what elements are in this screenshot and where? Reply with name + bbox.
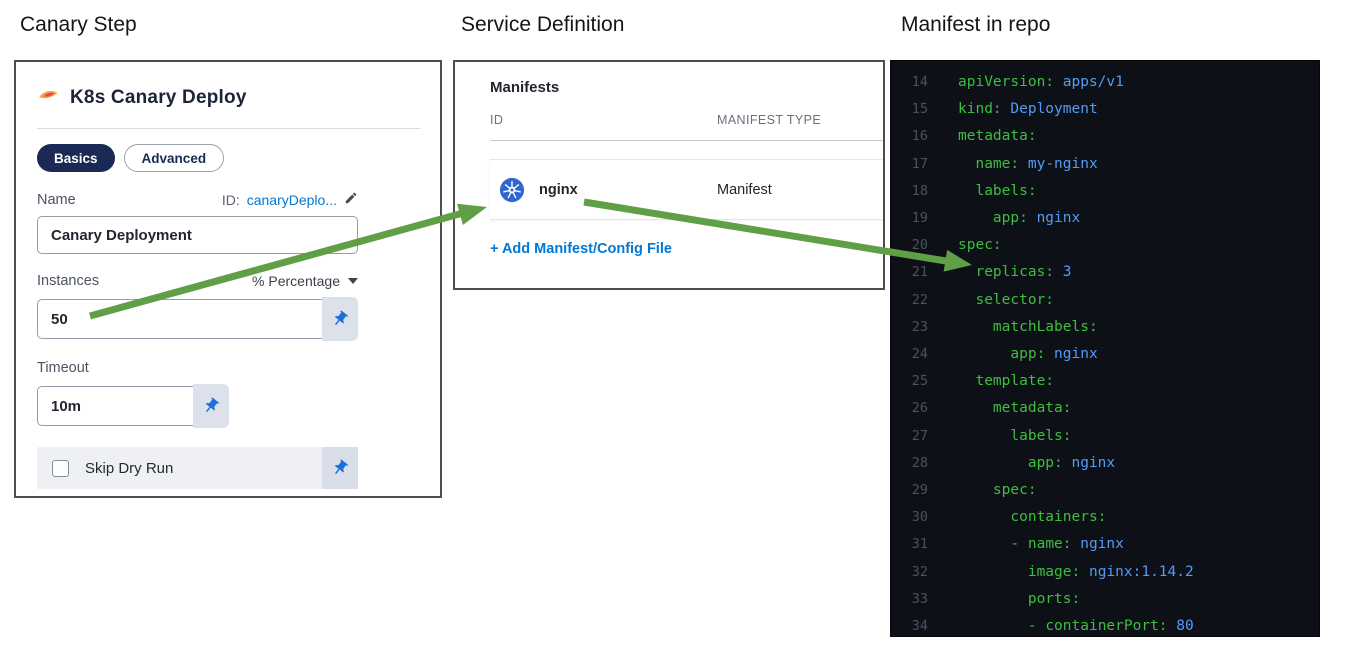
step-id-link[interactable]: canaryDeplo... (246, 191, 337, 208)
skip-dry-run-checkbox[interactable] (52, 459, 69, 477)
manifest-row-type: Manifest (717, 181, 772, 198)
step-form: Name ID: canaryDeplo... Instances % Perc… (16, 191, 440, 489)
manifest-row-id: nginx (539, 181, 578, 198)
step-tabs: Basics Advanced (37, 144, 440, 172)
manifests-section-title: Manifests (490, 79, 560, 96)
code-line: 22 selector: (911, 291, 1055, 308)
tab-advanced[interactable]: Advanced (123, 144, 225, 172)
instances-unit-dropdown[interactable]: % Percentage (252, 273, 358, 289)
step-id-group: ID: canaryDeplo... (222, 191, 358, 208)
code-line: 25 template: (911, 373, 1055, 390)
canary-step-panel: K8s Canary Deploy Basics Advanced Name I… (14, 60, 442, 498)
name-input[interactable] (37, 216, 358, 254)
tab-basics[interactable]: Basics (37, 144, 115, 172)
divider (490, 140, 883, 141)
pencil-edit-icon[interactable] (344, 191, 358, 208)
step-header: K8s Canary Deploy (37, 84, 420, 111)
code-line: 21 replicas: 3 (911, 264, 1072, 281)
instances-label: Instances (37, 273, 100, 289)
divider (37, 128, 420, 129)
chevron-down-icon (348, 278, 358, 284)
skip-dry-run-row: Skip Dry Run (37, 447, 358, 489)
kubernetes-icon (499, 177, 525, 203)
id-prefix-label: ID: (221, 191, 240, 208)
code-line: 34 - containerPort: 80 (911, 618, 1194, 635)
code-line: 19 app: nginx (911, 210, 1081, 227)
service-definition-heading: Service Definition (461, 13, 625, 36)
code-line: 18 labels: (911, 182, 1037, 199)
instances-input[interactable] (37, 299, 329, 339)
code-line: 24 app: nginx (911, 346, 1098, 363)
code-line: 28 app: nginx (911, 454, 1116, 471)
timeout-field-group (37, 384, 229, 428)
code-line: 26 metadata: (911, 400, 1072, 417)
instances-field-group (37, 297, 358, 341)
manifest-table-row[interactable]: nginx Manifest (490, 159, 883, 220)
timeout-label: Timeout (37, 360, 89, 376)
code-line: 32 image: nginx:1.14.2 (911, 563, 1194, 580)
skip-dry-run-pin-button[interactable] (322, 447, 358, 489)
timeout-input[interactable] (37, 386, 200, 426)
code-line: 27 labels: (911, 427, 1072, 444)
code-line: 30 containers: (911, 509, 1107, 526)
canary-step-heading: Canary Step (20, 13, 137, 36)
code-line: 17 name: my-nginx (911, 155, 1098, 172)
timeout-pin-button[interactable] (193, 384, 229, 428)
column-header-manifest-type: MANIFEST TYPE (717, 113, 822, 127)
code-line: 29 spec: (911, 482, 1037, 499)
column-header-id: ID (490, 113, 504, 127)
code-line: 31 - name: nginx (911, 536, 1124, 553)
code-line: 23 matchLabels: (911, 318, 1098, 335)
manifests-table-header: ID MANIFEST TYPE (490, 113, 883, 127)
add-manifest-link[interactable]: + Add Manifest/Config File (490, 241, 672, 257)
manifest-in-repo-heading: Manifest in repo (901, 13, 1051, 36)
service-definition-panel: Manifests ID MANIFEST TYPE (453, 60, 885, 290)
canary-bird-icon (37, 84, 59, 111)
name-label: Name (37, 192, 76, 208)
instances-pin-button[interactable] (322, 297, 358, 341)
unit-dropdown-value: % Percentage (252, 273, 340, 289)
skip-dry-run-label: Skip Dry Run (85, 459, 174, 477)
step-title: K8s Canary Deploy (70, 86, 247, 108)
code-line: 33 ports: (911, 590, 1081, 607)
